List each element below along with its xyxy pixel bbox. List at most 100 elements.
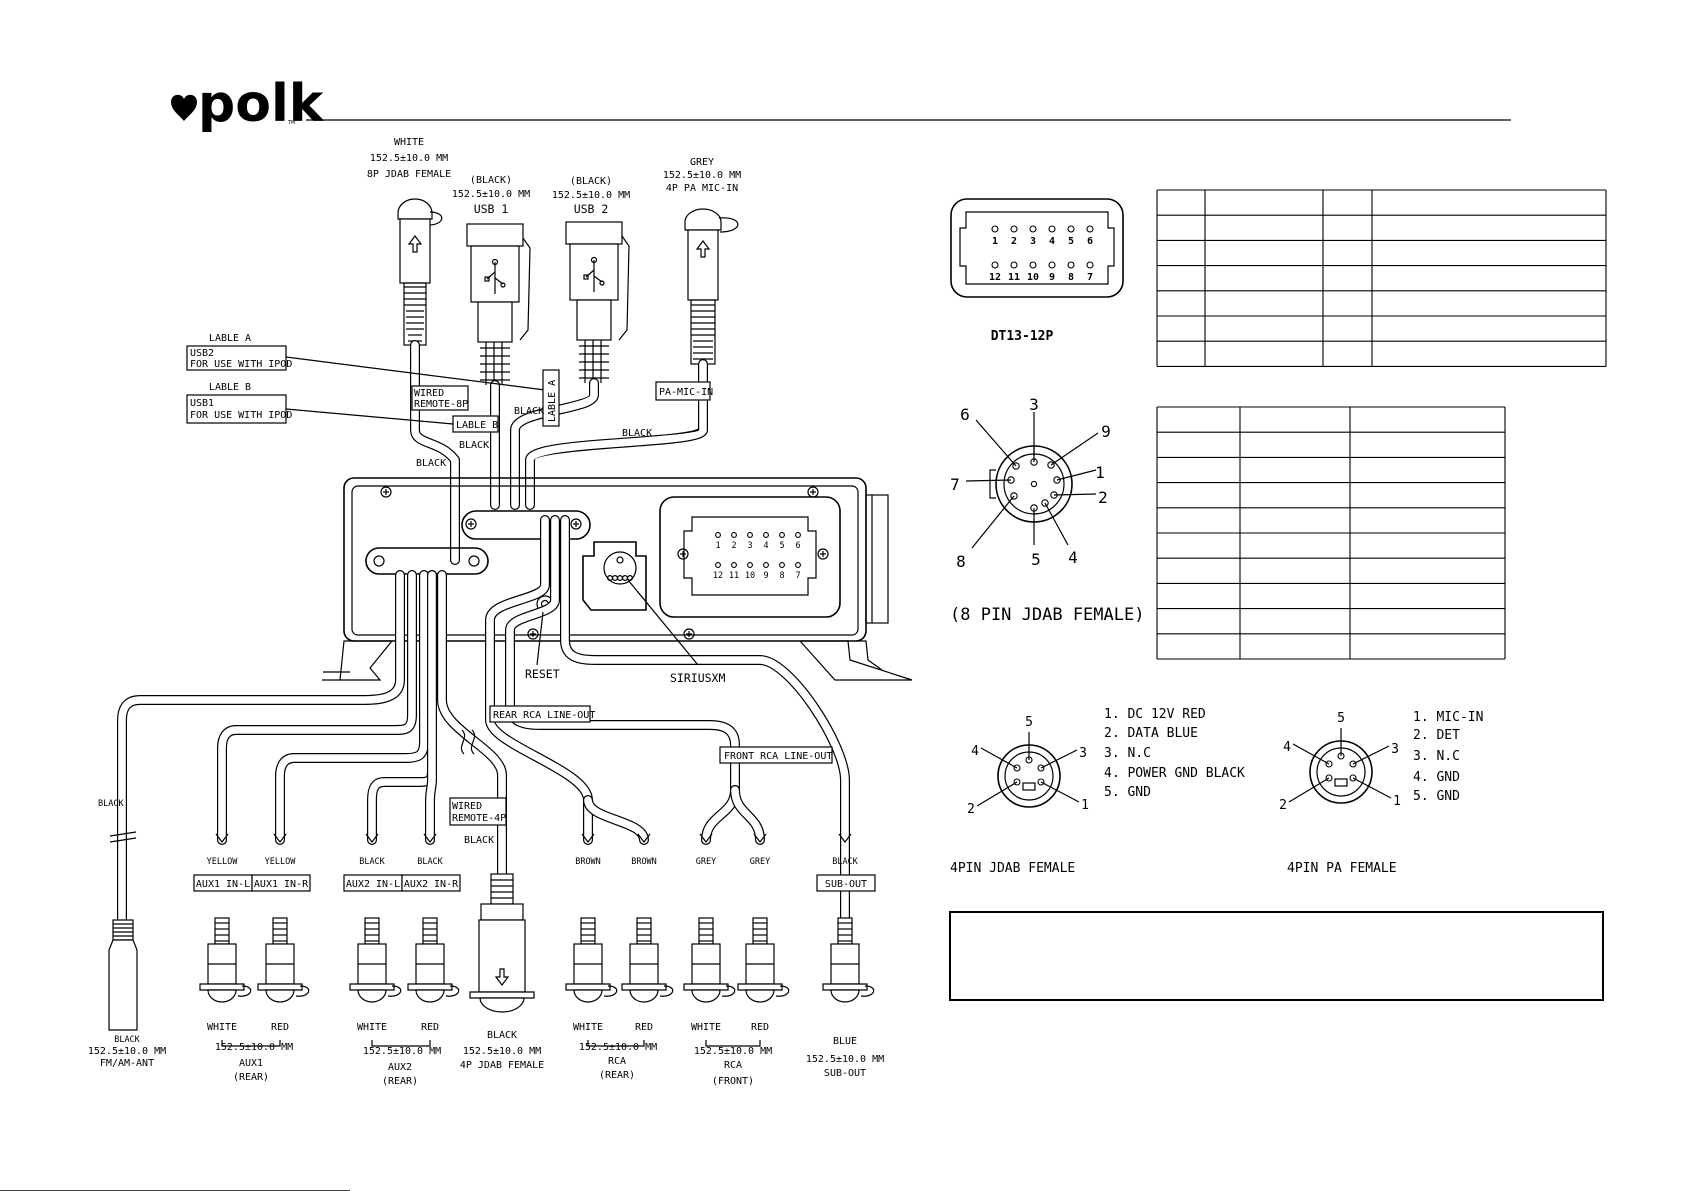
svg-text:WIRED: WIRED bbox=[452, 801, 482, 812]
rca-plug-strain-relief bbox=[698, 917, 714, 945]
svg-text:(REAR): (REAR) bbox=[599, 1070, 635, 1081]
jdab4-pin-label: 1 bbox=[1081, 798, 1089, 813]
jdab4-leader bbox=[1040, 749, 1078, 769]
svg-text:152.5±10.0 MM: 152.5±10.0 MM bbox=[363, 1046, 441, 1057]
svg-text:5. GND: 5. GND bbox=[1104, 785, 1151, 800]
cable-tag-box bbox=[401, 874, 461, 892]
cable-label-usb2: (BLACK) 152.5±10.0 MM USB 2 bbox=[552, 176, 630, 216]
rca-plug-tether bbox=[659, 985, 674, 997]
notes-box bbox=[949, 911, 1604, 1001]
svg-text:1. DC 12V RED: 1. DC 12V RED bbox=[1104, 707, 1206, 722]
svg-text:152.5±10.0 MM: 152.5±10.0 MM bbox=[370, 153, 448, 164]
jdab4-pin-label: 3 bbox=[1079, 746, 1087, 761]
rca-plug-tether bbox=[445, 985, 460, 997]
rca-plug-tether bbox=[860, 985, 875, 997]
jdab-8p-plug bbox=[397, 198, 443, 346]
rca-plug-cap bbox=[629, 989, 659, 1003]
chassis-pin-label: 10 bbox=[745, 571, 755, 581]
head-unit-chassis bbox=[322, 477, 913, 681]
pa4-leader bbox=[1292, 743, 1330, 765]
jdab8-center-pin bbox=[1030, 480, 1038, 488]
rca-plug-flange bbox=[565, 983, 611, 991]
chassis-pin-1 bbox=[715, 532, 721, 538]
svg-text:1. MIC-IN: 1. MIC-IN bbox=[1413, 710, 1483, 725]
svg-text:REMOTE-8P: REMOTE-8P bbox=[414, 399, 468, 410]
rca-plug-flange bbox=[683, 983, 729, 991]
jdab8-pinout-table bbox=[1156, 406, 1506, 660]
group-label-jdab-4p: BLACK 152.5±10.0 MM 4P JDAB FEMALE bbox=[460, 1030, 544, 1071]
jdab8-pin-label: 7 bbox=[950, 475, 960, 494]
svg-text:(REAR): (REAR) bbox=[233, 1072, 269, 1083]
cable-label-8p-jdab: WHITE 152.5±10.0 MM 8P JDAB FEMALE bbox=[367, 137, 451, 180]
logo-text: polk bbox=[198, 74, 325, 134]
bottom-cables bbox=[117, 515, 850, 925]
jdab4-leader bbox=[980, 747, 1018, 769]
plug-color-label: WHITE bbox=[357, 1022, 387, 1033]
tag-lable-a: LABLE A bbox=[542, 369, 560, 427]
dt13-pinout-table bbox=[1156, 189, 1607, 367]
pa4-pinout-list: 1. MIC-IN 2. DET 3. N.C 4. GND 5. GND bbox=[1413, 710, 1483, 804]
dt13-pin-label: 5 bbox=[1068, 236, 1074, 247]
jdab4-pin-label: 2 bbox=[967, 802, 975, 817]
jdab8-leader bbox=[1050, 432, 1099, 466]
chassis-pin-2 bbox=[731, 532, 737, 538]
cable-tag-label: AUX1 IN-R bbox=[254, 879, 309, 890]
plug-color-label: RED bbox=[271, 1022, 289, 1033]
group-label-antenna: BLACK 152.5±10.0 MM FM/AM-ANT bbox=[88, 1035, 166, 1069]
svg-text:LABLE A: LABLE A bbox=[547, 380, 558, 422]
svg-text:USB 2: USB 2 bbox=[574, 202, 609, 216]
group-label-rca-rear: 152.5±10.0 MM RCA (REAR) bbox=[579, 1040, 657, 1081]
rca-plug-flange bbox=[257, 983, 303, 991]
dt13-pin-label: 12 bbox=[989, 272, 1001, 283]
cable-label-pa-mic-in: GREY 152.5±10.0 MM 4P PA MIC-IN bbox=[663, 157, 741, 194]
svg-text:152.5±10.0 MM: 152.5±10.0 MM bbox=[215, 1042, 293, 1053]
svg-text:8P JDAB FEMALE: 8P JDAB FEMALE bbox=[367, 169, 451, 180]
cable-break-mark bbox=[273, 833, 287, 843]
cable-break-mark bbox=[215, 833, 229, 843]
jdab8-leader bbox=[1044, 502, 1069, 546]
top-cables bbox=[410, 340, 708, 565]
jdab8-pin-label: 3 bbox=[1029, 395, 1039, 414]
reset-label: RESET bbox=[525, 667, 560, 681]
cable-tag-box bbox=[251, 874, 311, 892]
rca-plug-cap bbox=[745, 989, 775, 1003]
dt13-pin-label: 10 bbox=[1027, 272, 1039, 283]
fm-am-antenna-plug bbox=[108, 919, 138, 1031]
svg-text:BLACK: BLACK bbox=[114, 1035, 140, 1045]
wire-color-black-8p: BLACK bbox=[416, 458, 446, 469]
svg-text:152.5±10.0 MM: 152.5±10.0 MM bbox=[579, 1042, 657, 1053]
wire-color-label: BLACK bbox=[417, 857, 443, 867]
trademark-mark: TM bbox=[287, 120, 295, 126]
pa4-pin-label: 1 bbox=[1393, 794, 1401, 809]
rca-plug-tether bbox=[775, 985, 790, 997]
svg-text:3. N.C: 3. N.C bbox=[1104, 746, 1151, 761]
svg-text:(FRONT): (FRONT) bbox=[712, 1076, 754, 1087]
chassis-pin-10 bbox=[747, 562, 753, 568]
dt13-pin-label: 6 bbox=[1087, 236, 1093, 247]
svg-text:USB2: USB2 bbox=[190, 348, 214, 359]
pa-mic-in-plug bbox=[684, 208, 739, 365]
dt13-pin-label: 7 bbox=[1087, 272, 1093, 283]
group-label-sub-out: 152.5±10.0 MM SUB-OUT bbox=[806, 1054, 884, 1079]
cable-tag-box bbox=[816, 874, 876, 892]
chassis-pin-6 bbox=[795, 532, 801, 538]
rca-plug-tether bbox=[295, 985, 310, 997]
plug-color-label: WHITE bbox=[691, 1022, 721, 1033]
rca-plug-flange bbox=[737, 983, 783, 991]
svg-text:REAR RCA LINE-OUT: REAR RCA LINE-OUT bbox=[493, 710, 595, 721]
svg-text:(BLACK): (BLACK) bbox=[570, 176, 612, 187]
wire-color-label: BLACK bbox=[359, 857, 385, 867]
jdab8-pin-label: 8 bbox=[956, 552, 966, 571]
group-label-rca-front: 152.5±10.0 MM RCA (FRONT) bbox=[694, 1040, 772, 1087]
rca-plug-tether bbox=[721, 985, 736, 997]
rca-plug-cap bbox=[573, 989, 603, 1003]
cable-break-mark bbox=[753, 833, 767, 843]
tag-wired-remote-4p: WIRED REMOTE-4P bbox=[449, 797, 507, 826]
tag-pa-mic-in: PA-MIC-IN bbox=[655, 381, 713, 401]
antenna-break-mark bbox=[109, 831, 137, 843]
jdab8-pin-label: 6 bbox=[960, 405, 970, 424]
tag-lable-b: LABLE B bbox=[452, 415, 499, 433]
svg-text:WHITE: WHITE bbox=[394, 137, 424, 148]
rca-plug-cap bbox=[265, 989, 295, 1003]
cable-break-mark bbox=[423, 833, 437, 843]
